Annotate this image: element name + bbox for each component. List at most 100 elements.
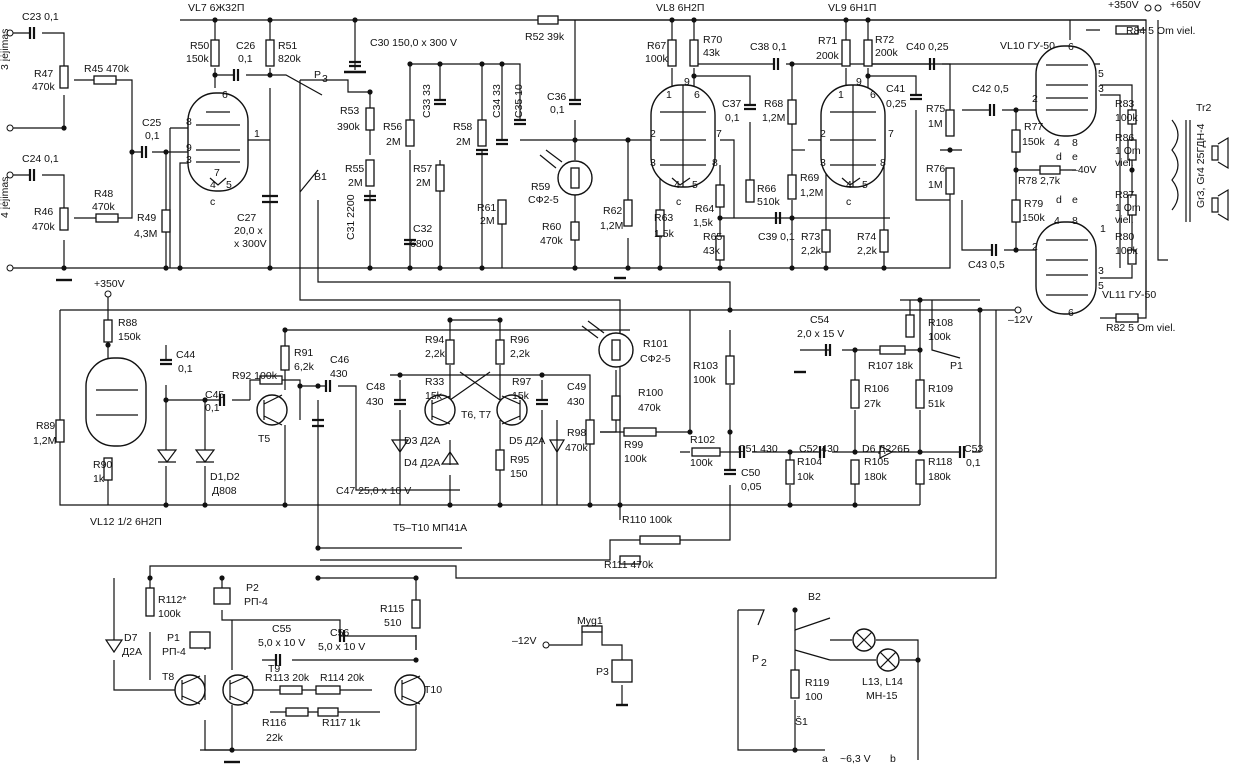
label-p2bs: 2: [761, 657, 767, 669]
label-r46v: 470k: [32, 221, 56, 233]
label-p2b: P: [752, 653, 759, 665]
label-d7: D7: [124, 632, 138, 644]
label-pins-32: 4: [1054, 215, 1060, 227]
label-c46v: 430: [330, 368, 348, 380]
label-r49v: 4,3M: [134, 228, 157, 240]
label-r118v: 180k: [928, 471, 952, 483]
label-r61v: 2M: [480, 215, 495, 227]
label-pins-20: 2: [820, 128, 826, 140]
label-in4: 4 įėjimas: [0, 177, 11, 218]
label-r115v: 510: [384, 617, 402, 629]
label-r95v: 150: [510, 468, 528, 480]
label-r45: R45 470k: [84, 63, 130, 75]
label-r72v: 200k: [875, 47, 899, 59]
label-b2: B2: [808, 591, 821, 603]
label-r48: R48: [94, 188, 113, 200]
label-r100v: 470k: [638, 402, 662, 414]
label-p350b: +350V: [94, 278, 125, 290]
label-c39: C39 0,1: [758, 231, 795, 243]
label-r101v: СФ2-5: [640, 353, 671, 365]
label-vl8: VL8 6Н2П: [656, 2, 704, 14]
label-r83: R83: [1115, 98, 1134, 110]
label-r87v: 1 Om: [1115, 202, 1141, 214]
label-mn15: МН-15: [866, 690, 898, 702]
t10-transistor: [394, 674, 426, 706]
label-p3s: 3: [322, 73, 328, 85]
label-r116: R116: [262, 717, 286, 729]
label-r55: R55: [345, 163, 364, 175]
label-r92: R92 100k: [232, 370, 278, 382]
label-d2: d: [1056, 194, 1062, 206]
label-pins-18: 1: [838, 89, 844, 101]
label-r76: R76: [926, 163, 945, 175]
label-r71v: 200k: [816, 50, 840, 62]
label-c46: C46: [330, 354, 349, 366]
label-vl12: VL12 1/2 6Н2П: [90, 516, 162, 528]
label-r60: R60: [542, 221, 561, 233]
label-r106: R106: [864, 383, 889, 395]
label-d12: D1,D2: [210, 471, 240, 483]
label-e2: e: [1072, 194, 1078, 206]
label-p3b: P3: [596, 666, 609, 678]
label-t9: T9: [268, 663, 280, 675]
label-d4: D4 Д2А: [404, 457, 440, 469]
label-r105: R105: [864, 456, 889, 468]
misc-components: [104, 119, 1229, 683]
label-c27v2: x 300V: [234, 238, 267, 250]
label-t5: T5: [258, 433, 270, 445]
label-r119v: 100: [805, 691, 823, 703]
label-c50: C50: [741, 467, 760, 479]
label-r50: R50: [190, 40, 209, 52]
label-r67v: 100k: [645, 53, 669, 65]
label-pins-26: 6: [1068, 41, 1074, 53]
label-r74: R74: [857, 231, 876, 243]
label-p1b: P1: [167, 632, 180, 644]
label-d3: D3 Д2А: [404, 435, 440, 447]
label-r56v: 2M: [386, 136, 401, 148]
label-r112: R112*: [158, 594, 186, 606]
vl11-tube-envelope: [1035, 221, 1097, 315]
label-r47v: 470k: [32, 81, 56, 93]
label-d6: D6 Д226Б: [862, 443, 910, 455]
label-c23: C23 0,1: [22, 11, 59, 23]
label-r117: R117 1k: [322, 717, 361, 729]
label-c42: C42 0,5: [972, 83, 1009, 95]
label-r112v: 100k: [158, 608, 182, 620]
label-r68: R68: [764, 98, 783, 110]
label-c48: C48: [366, 381, 385, 393]
label-c47: C47 25,0 x 10 V: [336, 485, 411, 497]
label-r96: R96: [510, 334, 529, 346]
label-pins-35: 2: [1032, 241, 1038, 253]
label-r105v: 180k: [864, 471, 888, 483]
label-p3: P: [314, 69, 321, 81]
label-r80: R80: [1115, 231, 1134, 243]
label-c36v: 0,1: [550, 104, 565, 116]
label-pins-2: 3: [186, 154, 192, 166]
label-r97v: 15k: [512, 390, 530, 402]
label-c41: C41: [886, 83, 905, 95]
label-c43: C43 0,5: [968, 259, 1005, 271]
label-r104v: 10k: [797, 471, 815, 483]
label-pins-36: 3: [1098, 265, 1104, 277]
label-r77: R77: [1024, 121, 1043, 133]
label-r48v: 470k: [92, 201, 116, 213]
label-d7v: Д2А: [122, 646, 142, 658]
label-c27v: 20,0 x: [234, 225, 263, 237]
label-c56: C56: [330, 627, 349, 639]
label-r110: R110 100k: [622, 514, 673, 526]
label-p2v: РП-4: [244, 596, 268, 608]
label-r89: R89: [36, 420, 55, 432]
photoresistors: [539, 149, 634, 368]
label-t63: ~6,3 V: [840, 753, 871, 765]
label-r104: R104: [797, 456, 822, 468]
label-r52: R52 39k: [525, 31, 565, 43]
label-r69v: 1,2M: [800, 187, 823, 199]
label-p1bv: РП-4: [162, 646, 186, 658]
label-gr: Gr3, Gr4 25ГДН-4: [1195, 123, 1207, 208]
label-c3: c: [846, 196, 851, 208]
label-pins-8: 9: [684, 76, 690, 88]
label-r89v: 1,2M: [33, 435, 56, 447]
label-p350: +350V: [1108, 0, 1139, 11]
